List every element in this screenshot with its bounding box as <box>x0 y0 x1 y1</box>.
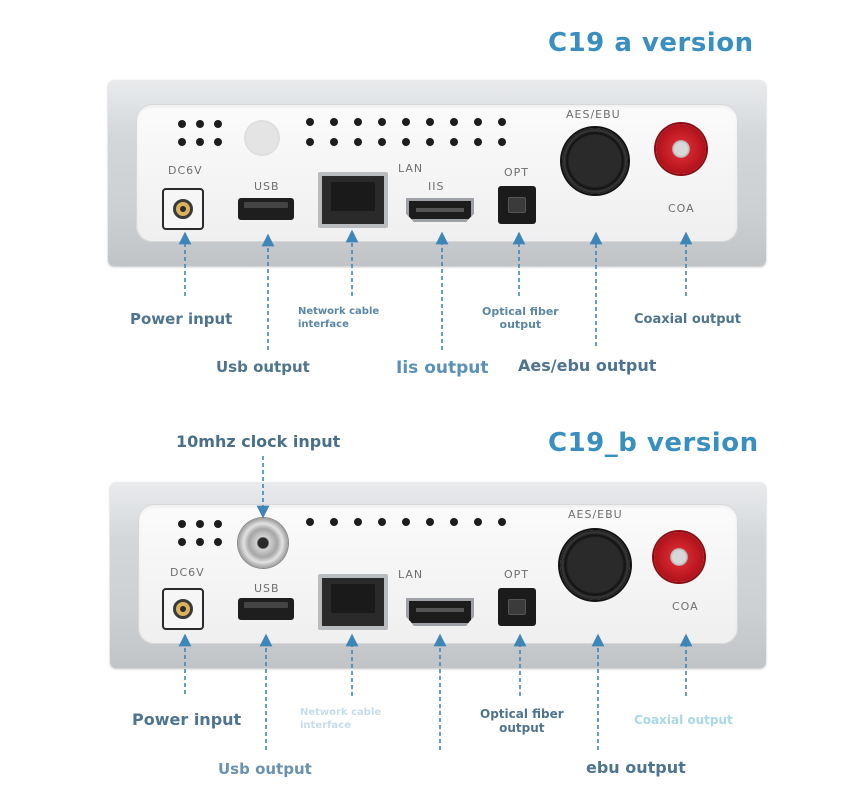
bnc-clock-connector-b <box>238 518 288 568</box>
vent-left-b <box>178 520 222 546</box>
optical-port-b <box>498 588 536 626</box>
print-aes-b: AES/EBU <box>568 508 623 521</box>
label-power-input-b: Power input <box>132 710 242 729</box>
lan-port-b <box>318 574 388 630</box>
rear-panel-a: AES/EBU DC6V USB LAN IIS OPT COA <box>136 104 738 242</box>
device-a: AES/EBU DC6V USB LAN IIS OPT COA <box>108 80 766 266</box>
vent-center-b <box>306 518 506 526</box>
print-usb-a: USB <box>254 180 280 193</box>
print-lan-b: LAN <box>398 568 424 581</box>
aes-ebu-xlr-a <box>562 128 628 194</box>
coaxial-rca-b <box>654 532 704 582</box>
usb-port-b <box>238 598 294 620</box>
print-iis-a: IIS <box>428 180 445 193</box>
version-a-title: C19 a version <box>548 28 754 58</box>
print-lan-a: LAN <box>398 162 424 175</box>
label-coaxial-a: Coaxial output <box>634 312 742 327</box>
print-dc-a: DC6V <box>168 164 203 177</box>
label-iis-output-a: Iis output <box>396 358 489 378</box>
print-aes-a: AES/EBU <box>566 108 621 121</box>
label-usb-output-b: Usb output <box>218 760 312 778</box>
hdmi-port-b <box>406 598 474 626</box>
label-network-b: Network cable interface <box>300 707 382 731</box>
label-power-input-a: Power input <box>130 310 233 328</box>
print-coa-a: COA <box>668 202 695 215</box>
rear-panel-b: AES/EBU DC6V USB LAN OPT COA <box>138 504 738 644</box>
vent-center-a <box>306 118 506 146</box>
print-opt-a: OPT <box>504 166 530 179</box>
version-b-title: C19_b version <box>548 428 759 458</box>
lan-port-a <box>318 172 388 228</box>
print-opt-b: OPT <box>504 568 530 581</box>
coaxial-rca-a <box>656 124 706 174</box>
dc-power-jack-b <box>162 588 204 630</box>
dc-power-jack-a <box>162 188 204 230</box>
print-coa-b: COA <box>672 600 699 613</box>
aes-ebu-xlr-b <box>560 530 630 600</box>
optical-port-a <box>498 186 536 224</box>
print-usb-b: USB <box>254 582 280 595</box>
label-optical-a: Optical fiber output <box>482 305 559 331</box>
label-usb-output-a: Usb output <box>216 358 310 376</box>
round-button-a <box>244 120 280 156</box>
label-aes-ebu-a: Aes/ebu output <box>518 356 657 375</box>
iis-hdmi-port-a <box>406 198 474 222</box>
vent-left-a <box>178 120 222 146</box>
print-dc-b: DC6V <box>170 566 205 579</box>
label-aes-ebu-b: ebu output <box>586 758 686 777</box>
label-network-a: Network cable interface <box>298 306 380 330</box>
label-coaxial-b: Coaxial output <box>634 713 733 727</box>
usb-port-a <box>238 198 294 220</box>
label-clock-input-b: 10mhz clock input <box>176 432 341 451</box>
label-optical-b: Optical fiber output <box>480 707 564 735</box>
